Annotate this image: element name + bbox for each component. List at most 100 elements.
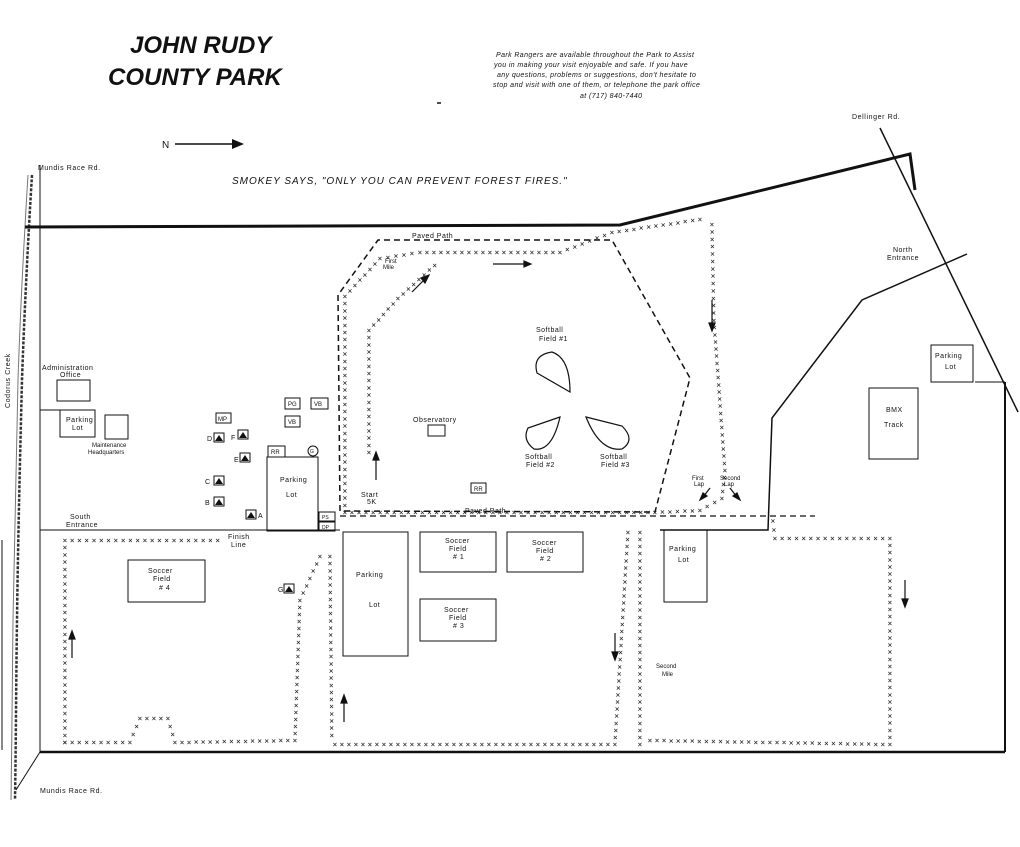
trail-mark: × <box>343 414 348 423</box>
trail-mark: × <box>638 655 643 664</box>
trail-mark: × <box>888 740 893 749</box>
svg-text:you in making your visit enjoy: you in making your visit enjoyable and s… <box>493 62 688 69</box>
trail-mark: × <box>638 634 643 643</box>
trail-mark: × <box>441 508 446 517</box>
trail-mark: × <box>318 552 323 561</box>
trail-mark: × <box>70 536 75 545</box>
trail-mark: × <box>297 610 302 619</box>
trail-mark: × <box>491 508 496 517</box>
trail-mark: × <box>304 581 309 590</box>
trail-mark: × <box>63 608 68 617</box>
trail-mark: × <box>746 738 751 747</box>
trail-mark: × <box>718 402 723 411</box>
trail-mark: × <box>343 501 348 510</box>
trail-mark: × <box>295 680 300 689</box>
map-title-line1: JOHN RUDY <box>130 32 273 59</box>
trail-mark: × <box>394 252 399 261</box>
trail-mark: × <box>187 738 192 747</box>
trail-mark: × <box>713 330 718 339</box>
trail-mark: × <box>427 266 432 275</box>
codorus-creek <box>10 174 34 801</box>
trail-mark: × <box>558 248 563 257</box>
trail-mark: × <box>888 683 893 692</box>
trail-mark: × <box>134 722 139 731</box>
trail-mark: × <box>515 740 520 749</box>
trail-mark: × <box>668 507 673 516</box>
trail-mark: × <box>328 631 333 640</box>
trail-mark: × <box>150 536 155 545</box>
north-arrow-icon: N <box>162 139 244 151</box>
trail-mark: × <box>294 701 299 710</box>
north-entrance-label-1: North <box>893 247 913 254</box>
trail-mark: × <box>844 534 849 543</box>
trail-mark: × <box>368 265 373 274</box>
trail-mark: × <box>638 549 643 558</box>
vb-label-1: VB <box>314 402 322 408</box>
trail-mark: × <box>63 543 68 552</box>
trail-mark: × <box>453 248 458 257</box>
soccer-4-label-1: Soccer <box>148 568 173 575</box>
trail-mark: × <box>610 508 615 517</box>
trail-mark: × <box>888 662 893 671</box>
trail-mark: × <box>462 508 467 517</box>
trail-mark: × <box>721 445 726 454</box>
trail-mark: × <box>295 666 300 675</box>
trail-mark: × <box>328 616 333 625</box>
trail-mark: × <box>838 739 843 748</box>
trail-mark: × <box>343 292 348 301</box>
trail-mark: × <box>873 740 878 749</box>
trail-mark: × <box>550 740 555 749</box>
svg-text:stop and visit with one of the: stop and visit with one of them, or tele… <box>493 82 700 89</box>
first-mile-label-1: First <box>385 259 397 265</box>
trail-mark: × <box>732 737 737 746</box>
trail-mark: × <box>354 740 359 749</box>
pavilion-icon <box>213 496 225 507</box>
trail-mark: × <box>522 740 527 749</box>
creek-label: Codorus Creek <box>5 353 12 408</box>
trail-mark: × <box>343 386 348 395</box>
trail-mark: × <box>888 669 893 678</box>
trail-mark: × <box>295 659 300 668</box>
trail-mark: × <box>296 638 301 647</box>
trail-mark: × <box>888 570 893 579</box>
trail-mark: × <box>638 733 643 742</box>
trail-mark: × <box>128 738 133 747</box>
vb-label-2: VB <box>288 420 296 426</box>
trail-mark: × <box>888 655 893 664</box>
trail-mark: × <box>662 736 667 745</box>
trail-mark: × <box>294 708 299 717</box>
trail-mark: × <box>638 578 643 587</box>
trail-mark: × <box>888 598 893 607</box>
trail-mark: × <box>582 508 587 517</box>
trail-mark: × <box>222 737 227 746</box>
trail-mark: × <box>328 559 333 568</box>
trail-mark: × <box>622 592 627 601</box>
trail-mark: × <box>610 228 615 237</box>
trail-mark: × <box>739 738 744 747</box>
trail-mark: × <box>311 567 316 576</box>
trail-mark: × <box>816 534 821 543</box>
trail-mark: × <box>690 506 695 515</box>
admin-parking-label-1: Parking <box>66 417 93 424</box>
trail-mark: × <box>91 738 96 747</box>
trail-mark: × <box>888 633 893 642</box>
trail-mark: × <box>145 714 150 723</box>
trail-mark: × <box>434 508 439 517</box>
trail-mark: × <box>638 705 643 714</box>
trail-mark: × <box>585 740 590 749</box>
trail-mark: × <box>402 250 407 259</box>
parking-east-label-2: Lot <box>678 557 689 564</box>
trail-mark: × <box>329 681 334 690</box>
trail-mark: × <box>70 738 75 747</box>
trail-mark: × <box>422 270 427 279</box>
south-entrance-label-2: Entrance <box>66 522 98 529</box>
trail-mark: × <box>502 248 507 257</box>
trail-mark: × <box>568 508 573 517</box>
small-facilities <box>215 397 487 532</box>
trail-mark: × <box>638 606 643 615</box>
trail-mark: × <box>523 248 528 257</box>
trail-mark: × <box>690 216 695 225</box>
dp-label: DP <box>322 525 330 531</box>
trail-mark: × <box>329 688 334 697</box>
